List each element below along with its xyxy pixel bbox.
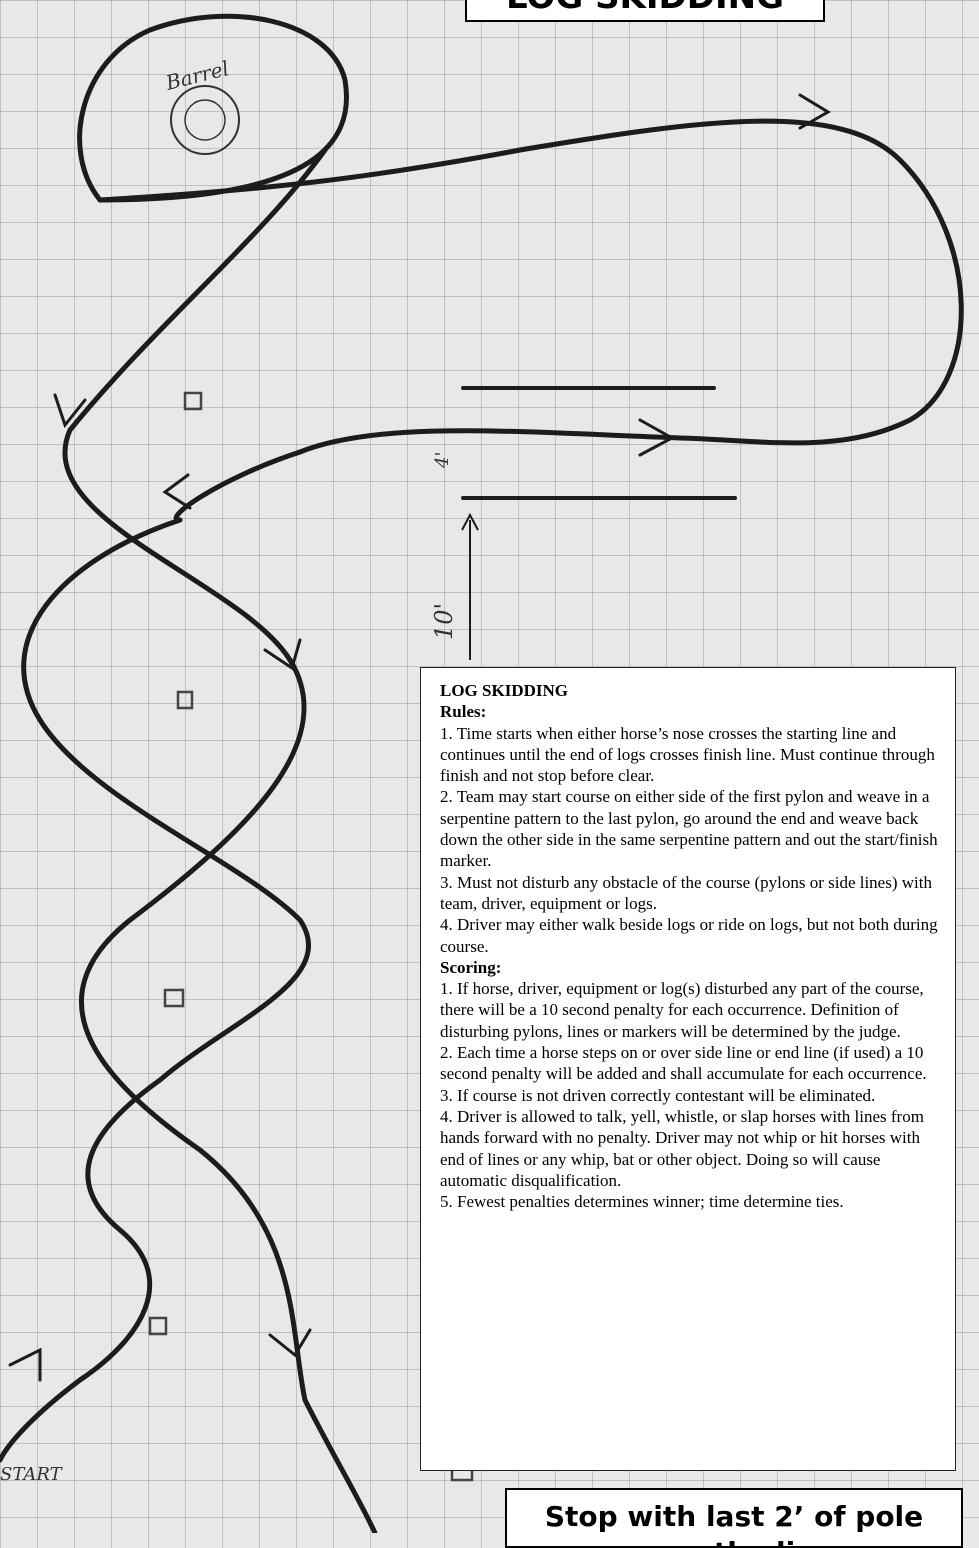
distance-label: 10' bbox=[430, 603, 458, 640]
rule-item: 2. Team may start course on either side … bbox=[440, 786, 941, 871]
scoring-label: Scoring: bbox=[440, 957, 941, 978]
arrow-down-right bbox=[265, 640, 300, 668]
scoring-item: 3. If course is not driven correctly con… bbox=[440, 1085, 941, 1106]
rule-item: 4. Driver may either walk beside logs or… bbox=[440, 914, 941, 957]
gap-label: 4' bbox=[432, 452, 453, 469]
rules-label: Rules: bbox=[440, 701, 941, 722]
scoring-item: 4. Driver is allowed to talk, yell, whis… bbox=[440, 1106, 941, 1191]
start-label: START bbox=[0, 1464, 64, 1485]
serpentine-path-a bbox=[65, 150, 375, 1533]
arrow-up-start bbox=[10, 1350, 40, 1380]
scoring-item: 2. Each time a horse steps on or over si… bbox=[440, 1042, 941, 1085]
stop-banner: Stop with last 2’ of pole over the line bbox=[505, 1488, 963, 1548]
pylon-marker-2 bbox=[178, 692, 192, 708]
rules-panel: LOG SKIDDING Rules: 1. Time starts when … bbox=[420, 667, 956, 1471]
rule-item: 3. Must not disturb any obstacle of the … bbox=[440, 872, 941, 915]
return-loop-path bbox=[100, 121, 961, 520]
scoring-item: 1. If horse, driver, equipment or log(s)… bbox=[440, 978, 941, 1042]
pylon-marker-4 bbox=[150, 1318, 166, 1334]
pylon-marker-1 bbox=[185, 393, 201, 409]
rule-item: 1. Time starts when either horse’s nose … bbox=[440, 723, 941, 787]
barrel-circle-outer bbox=[171, 86, 239, 154]
arrow-left-lower bbox=[165, 475, 190, 508]
page-title: LOG SKIDDING bbox=[465, 0, 825, 22]
barrel-circle-inner bbox=[185, 100, 225, 140]
rules-heading: LOG SKIDDING bbox=[440, 680, 941, 701]
scoring-item: 5. Fewest penalties determines winner; t… bbox=[440, 1191, 941, 1212]
pylon-marker-3 bbox=[165, 990, 183, 1006]
arrow-down-lower bbox=[270, 1330, 310, 1355]
